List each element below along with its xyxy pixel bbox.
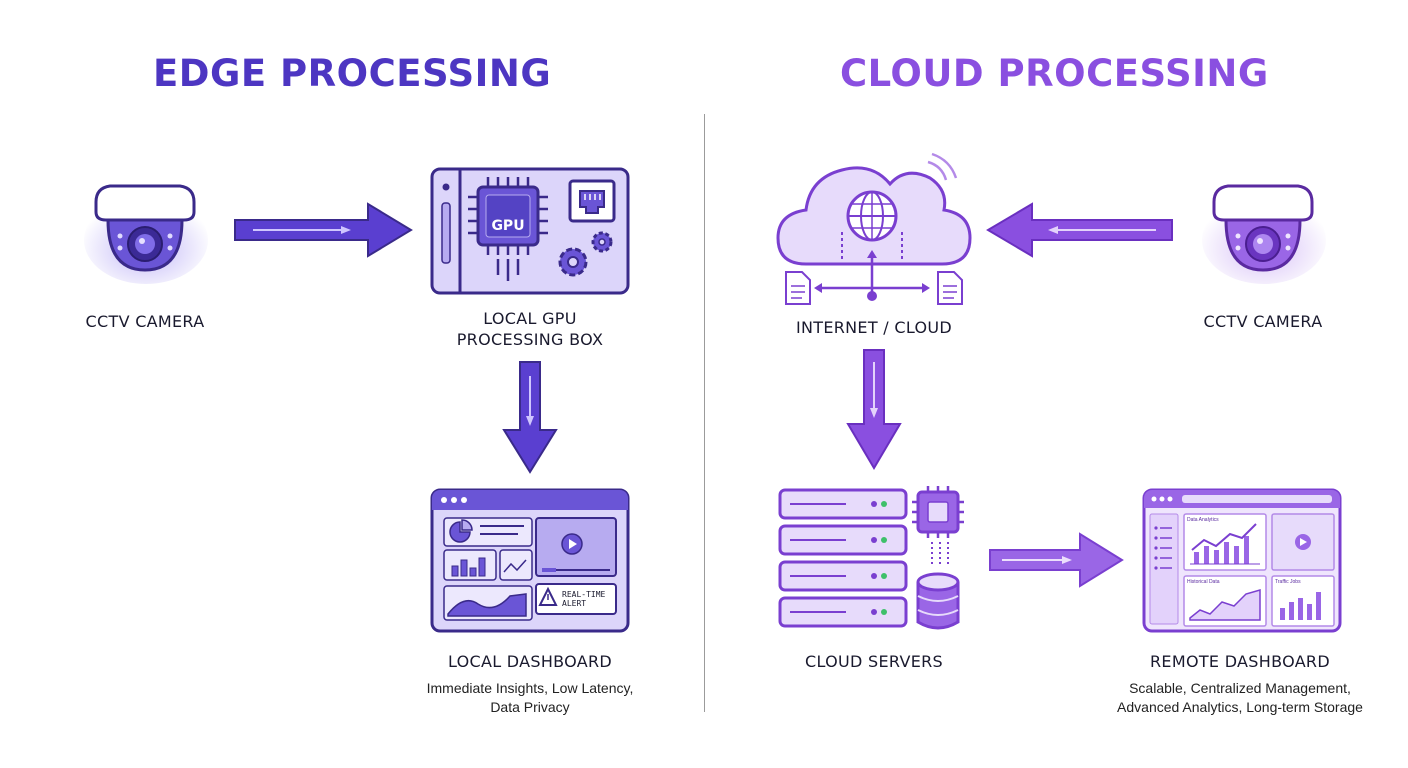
edge-camera-label: CCTV CAMERA bbox=[85, 312, 205, 331]
flow-arrow-icon bbox=[989, 532, 1124, 588]
gear-icon bbox=[558, 231, 613, 277]
panel-title-historical-data: Historical Data bbox=[1187, 579, 1220, 585]
local-dashboard-desc: Immediate Insights, Low Latency, Data Pr… bbox=[380, 679, 680, 717]
cloud-servers-label: CLOUD SERVERS bbox=[805, 652, 943, 671]
database-icon bbox=[916, 572, 960, 630]
panel-title-traffic-jobs: Traffic Jobs bbox=[1275, 579, 1301, 585]
remote-dashboard-desc-line1: Scalable, Centralized Management, bbox=[1129, 680, 1351, 696]
gpu-box-icon bbox=[430, 167, 630, 295]
gpu-box-label-line1: LOCAL GPU bbox=[483, 309, 577, 328]
dashboard-window-icon bbox=[1142, 488, 1342, 633]
remote-dashboard-label: REMOTE DASHBOARD bbox=[1150, 652, 1330, 671]
cloud-globe-icon bbox=[776, 152, 972, 305]
gpu-box-label-line2: PROCESSING BOX bbox=[456, 330, 604, 349]
flow-arrow-icon bbox=[986, 202, 1173, 258]
panel-title-data-analytics: Data Analytics bbox=[1187, 517, 1219, 523]
cloud-title: CLOUD PROCESSING bbox=[840, 52, 1269, 95]
internet-cloud-label: INTERNET / CLOUD bbox=[795, 318, 953, 337]
flow-arrow-icon bbox=[234, 202, 413, 258]
document-icon bbox=[937, 271, 963, 305]
remote-dashboard-desc-line2: Advanced Analytics, Long-term Storage bbox=[1117, 699, 1363, 715]
local-dashboard-label: LOCAL DASHBOARD bbox=[447, 652, 613, 671]
alert-text: REAL-TIME ALERT bbox=[562, 590, 614, 608]
gpu-chip-text: GPU bbox=[491, 218, 525, 234]
document-icon bbox=[785, 271, 811, 305]
edge-title: EDGE PROCESSING bbox=[153, 52, 552, 95]
dashboard-window-icon bbox=[430, 488, 630, 633]
flow-arrow-icon bbox=[846, 349, 902, 470]
gpu-box-label: LOCAL GPU PROCESSING BOX bbox=[430, 308, 630, 350]
local-dashboard-desc-line2: Data Privacy bbox=[490, 699, 570, 715]
flow-arrow-icon bbox=[502, 361, 558, 474]
local-dashboard-desc-line1: Immediate Insights, Low Latency, bbox=[426, 680, 634, 696]
dome-camera-icon bbox=[84, 184, 208, 284]
remote-dashboard-desc: Scalable, Centralized Management, Advanc… bbox=[1090, 679, 1390, 717]
dome-camera-icon bbox=[1202, 184, 1326, 284]
alert-text-line2: ALERT bbox=[562, 599, 587, 608]
alert-text-line1: REAL-TIME bbox=[562, 590, 606, 599]
cloud-camera-label: CCTV CAMERA bbox=[1203, 312, 1323, 331]
server-rack-icon bbox=[778, 486, 964, 630]
section-divider bbox=[704, 114, 705, 712]
